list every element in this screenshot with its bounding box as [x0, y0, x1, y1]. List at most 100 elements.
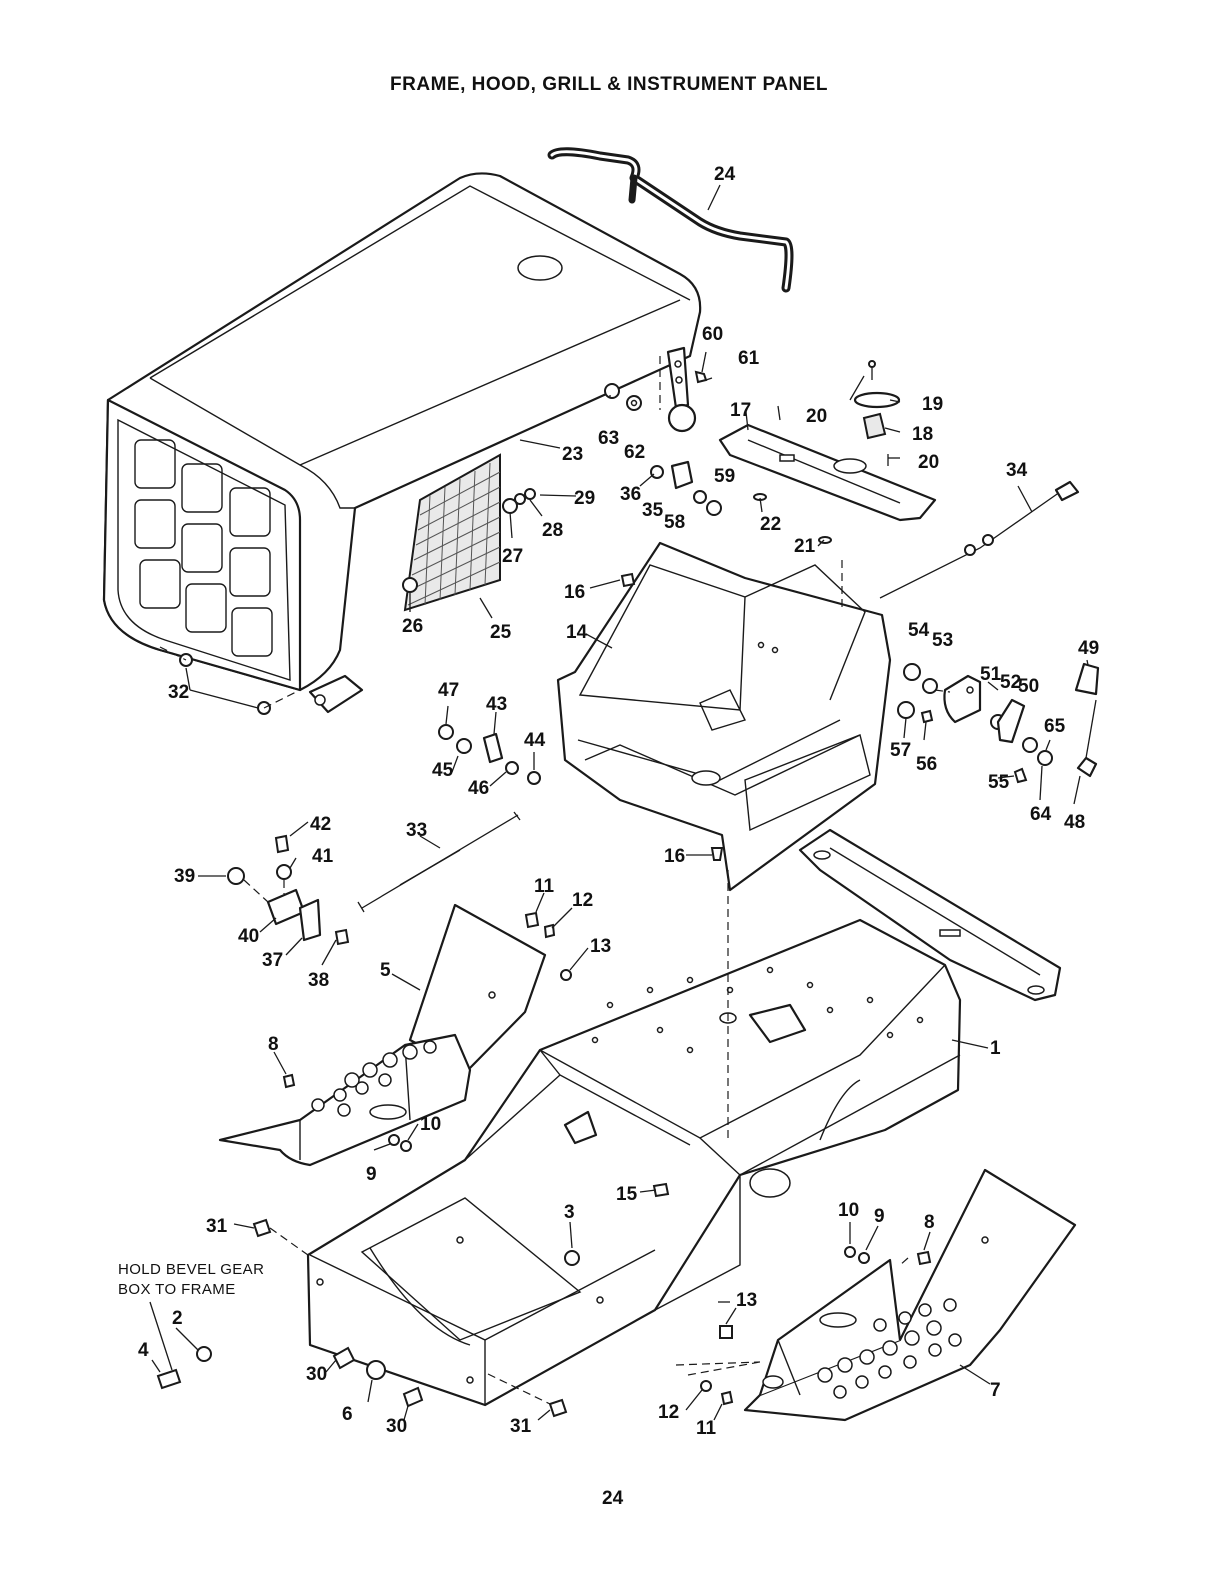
callout-48: 48 [1064, 812, 1085, 833]
callout-13a: 13 [590, 936, 611, 957]
callout-31a: 31 [206, 1216, 228, 1237]
callout-42: 42 [310, 814, 331, 835]
callout-2: 2 [172, 1308, 183, 1329]
callout-41: 41 [312, 846, 334, 867]
callout-20b: 20 [918, 452, 939, 473]
callout-3: 3 [564, 1202, 575, 1223]
callout-9a: 9 [366, 1164, 377, 1185]
frame-cross-member [798, 828, 1062, 1002]
callout-34: 34 [1006, 460, 1028, 481]
right-footrest [743, 1168, 1077, 1422]
callout-27: 27 [502, 546, 523, 567]
callout-9b: 9 [874, 1206, 885, 1227]
callout-10b: 10 [838, 1200, 859, 1221]
callout-28: 28 [542, 520, 563, 541]
callout-32: 32 [168, 682, 189, 703]
callout-16b: 16 [664, 846, 685, 867]
note-line-2: BOX TO FRAME [118, 1281, 236, 1298]
callout-30a: 30 [306, 1364, 327, 1385]
callout-58: 58 [664, 512, 685, 533]
callout-63: 63 [598, 428, 619, 449]
callout-1: 1 [990, 1038, 1001, 1059]
hood-handle-rod [547, 147, 794, 293]
callout-24: 24 [714, 164, 736, 185]
pivot-bracket-assembly [227, 834, 350, 946]
callout-39: 39 [174, 866, 195, 887]
callout-13b: 13 [736, 1290, 757, 1311]
callout-8a: 8 [268, 1034, 279, 1055]
leader-lines [149, 184, 1089, 1421]
note-line-1: HOLD BEVEL GEAR [118, 1261, 264, 1278]
callout-25: 25 [490, 622, 512, 643]
callout-11a: 11 [534, 876, 555, 897]
callout-22: 22 [760, 514, 781, 535]
hood-latch-bracket [659, 346, 697, 433]
callout-15: 15 [616, 1184, 638, 1205]
callout-12a: 12 [572, 890, 593, 911]
hood-hardware [402, 370, 722, 593]
callout-17: 17 [730, 400, 751, 421]
callout-61: 61 [738, 348, 760, 369]
callout-64: 64 [1030, 804, 1052, 825]
callout-37: 37 [262, 950, 283, 971]
callout-11b: 11 [696, 1418, 717, 1439]
callout-40: 40 [238, 926, 259, 947]
grill-bushings [159, 646, 301, 715]
callout-60: 60 [702, 324, 723, 345]
callout-18: 18 [912, 424, 933, 445]
callout-26: 26 [402, 616, 423, 637]
callout-36: 36 [620, 484, 641, 505]
main-frame [306, 918, 962, 1407]
callout-62: 62 [624, 442, 645, 463]
callout-54: 54 [908, 620, 930, 641]
page-title: FRAME, HOOD, GRILL & INSTRUMENT PANEL [390, 74, 828, 95]
hood-assembly [102, 172, 702, 714]
instrument-panel-cover [718, 423, 937, 522]
callout-16a: 16 [564, 582, 585, 603]
callout-29: 29 [574, 488, 595, 509]
callout-45: 45 [432, 760, 454, 781]
callout-31b: 31 [510, 1416, 532, 1437]
left-footrest [218, 903, 547, 1167]
ignition-switch [777, 360, 901, 466]
callout-23: 23 [562, 444, 583, 465]
callout-20a: 20 [806, 406, 827, 427]
callout-7: 7 [990, 1380, 1001, 1401]
callout-65: 65 [1044, 716, 1066, 737]
callout-55: 55 [988, 772, 1010, 793]
callout-50: 50 [1018, 676, 1039, 697]
callout-10a: 10 [420, 1114, 441, 1135]
frame-hardware [156, 911, 932, 1418]
callout-5: 5 [380, 960, 391, 981]
page-number: 24 [602, 1488, 624, 1509]
grill-screen [403, 453, 501, 612]
callout-49: 49 [1078, 638, 1099, 659]
callout-14: 14 [566, 622, 588, 643]
callout-43: 43 [486, 694, 507, 715]
callout-labels: 24 60 61 63 62 23 17 20 19 18 20 34 36 3… [138, 164, 1099, 1439]
callout-21: 21 [794, 536, 816, 557]
assembly-note: HOLD BEVEL GEAR BOX TO FRAME [118, 1261, 264, 1298]
callout-33: 33 [406, 820, 427, 841]
callout-52: 52 [1000, 672, 1021, 693]
dash-panel [556, 541, 892, 892]
callout-19: 19 [922, 394, 943, 415]
callout-57: 57 [890, 740, 911, 761]
linkage-rod [357, 811, 521, 913]
clip-hardware [438, 724, 541, 785]
control-cable [879, 480, 1080, 599]
callout-44: 44 [524, 730, 546, 751]
callout-6: 6 [342, 1404, 353, 1425]
callout-35: 35 [642, 500, 664, 521]
callout-53: 53 [932, 630, 953, 651]
callout-47: 47 [438, 680, 459, 701]
callout-8b: 8 [924, 1212, 935, 1233]
callout-51: 51 [980, 664, 1002, 685]
callout-38: 38 [308, 970, 329, 991]
light-switch-assembly [897, 662, 1100, 784]
callout-4: 4 [138, 1340, 149, 1361]
callout-59: 59 [714, 466, 735, 487]
callout-56: 56 [916, 754, 937, 775]
callout-12b: 12 [658, 1402, 679, 1423]
